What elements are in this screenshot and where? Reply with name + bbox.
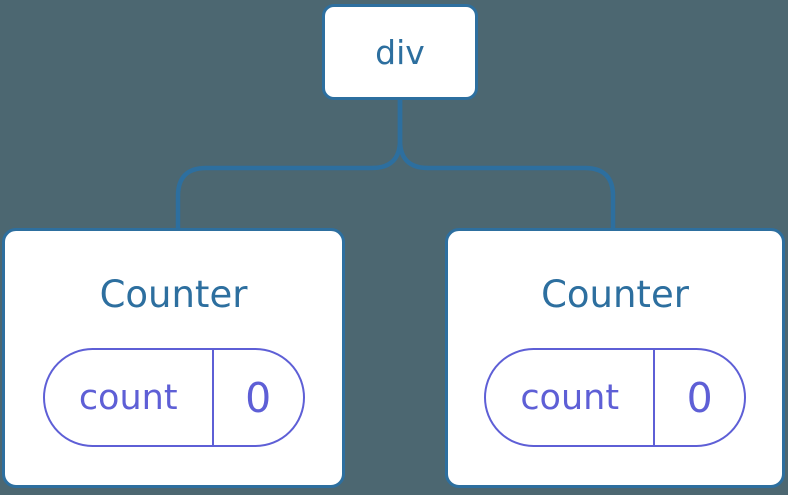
- component-name: Counter: [541, 273, 689, 316]
- state-badge-divider: [211, 350, 214, 445]
- state-badge: count 0: [42, 348, 305, 447]
- root-node-label: div: [375, 32, 425, 72]
- state-key: count: [78, 377, 178, 418]
- state-value: 0: [686, 373, 713, 422]
- state-badge-divider: [653, 350, 656, 445]
- connector-right-branch: [397, 98, 616, 229]
- root-node-div: div: [322, 4, 478, 100]
- counter-node-right: Counter count 0: [445, 228, 785, 488]
- state-value: 0: [245, 373, 272, 422]
- state-badge: count 0: [484, 348, 746, 447]
- connector-left-branch: [175, 98, 403, 229]
- component-name: Counter: [99, 273, 248, 316]
- counter-node-left: Counter count 0: [2, 228, 345, 488]
- state-key: count: [520, 377, 620, 418]
